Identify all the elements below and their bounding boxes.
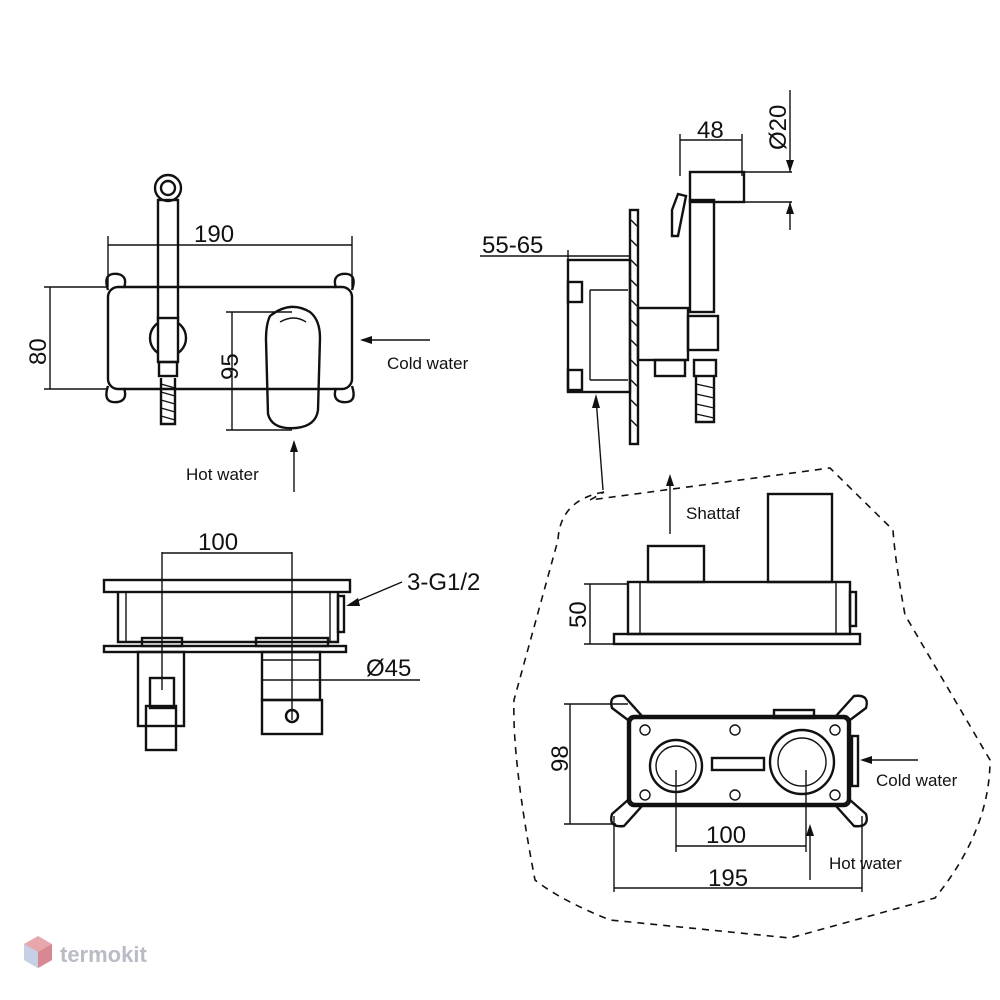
dim-front-width: 190 [194, 221, 234, 248]
brand-logo: termokit [24, 936, 147, 968]
dim-front-height: 80 [25, 338, 52, 365]
top-view: 100 3-G1/2 Ø45 [102, 529, 480, 752]
dim-box-depth: 50 [565, 601, 592, 628]
dim-box-width: 195 [708, 865, 748, 892]
side-view: 55-65 48 Ø20 [480, 90, 794, 491]
label-hot-water-top: Hot water [186, 465, 259, 484]
dim-handle-height: 95 [217, 353, 244, 380]
label-hot-water-box: Hot water [829, 854, 902, 873]
dim-diameter-handle: Ø45 [366, 655, 411, 682]
label-cold-water-box: Cold water [876, 771, 958, 790]
cube-logo-icon [24, 936, 52, 968]
dim-thread: 3-G1/2 [407, 569, 480, 596]
dim-wall-depth: 55-65 [482, 232, 543, 259]
brand-name: termokit [60, 942, 147, 967]
front-view: 190 80 95 Cold water Hot water [25, 173, 469, 492]
dim-spout-length: 48 [697, 117, 724, 144]
detail-region: Shattaf 50 [513, 467, 991, 939]
label-shattaf: Shattaf [686, 504, 740, 523]
label-cold-water-top: Cold water [387, 354, 469, 373]
dim-spout-diameter: Ø20 [765, 105, 792, 150]
dim-box-inlet-spacing: 100 [706, 822, 746, 849]
dim-box-height: 98 [547, 745, 574, 772]
dim-inlet-spacing-top: 100 [198, 529, 238, 556]
